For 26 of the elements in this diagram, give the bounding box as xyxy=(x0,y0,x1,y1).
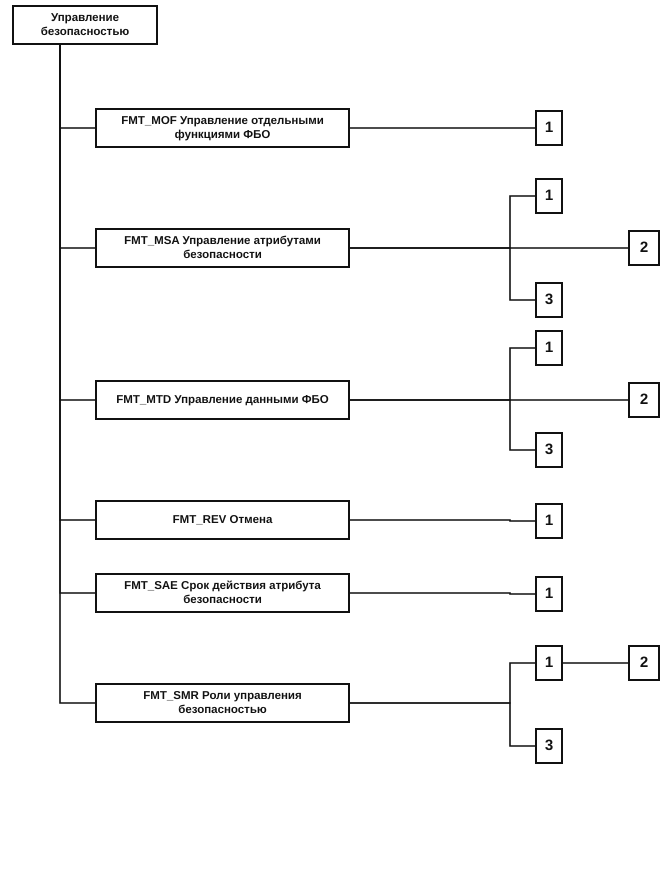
component-box: FMT_SAE Срок действия атрибута безопасности xyxy=(95,573,350,613)
number-box: 2 xyxy=(628,645,660,681)
component-box: FMT_MSA Управление атрибутами безопасности xyxy=(95,228,350,268)
connector-line xyxy=(350,399,535,451)
number-box: 3 xyxy=(535,432,563,468)
root-box: Управление безопасностью xyxy=(12,5,158,45)
number-box: 1 xyxy=(535,503,563,539)
number-box: 3 xyxy=(535,282,563,318)
number-box: 1 xyxy=(535,576,563,612)
number-box: 1 xyxy=(535,110,563,146)
component-box: FMT_MOF Управление отдельными функциями ФБО xyxy=(95,108,350,148)
number-box: 2 xyxy=(628,382,660,418)
number-box: 2 xyxy=(628,230,660,266)
connector-line xyxy=(350,702,535,747)
number-box: 1 xyxy=(535,178,563,214)
component-box: FMT_MTD Управление данными ФБО xyxy=(95,380,350,420)
number-box: 1 xyxy=(535,330,563,366)
connector-line xyxy=(350,247,535,301)
component-box: FMT_SMR Роли управления безопасностью xyxy=(95,683,350,723)
component-box: FMT_REV Отмена xyxy=(95,500,350,540)
connector-line xyxy=(350,127,535,129)
connector-line xyxy=(350,592,535,595)
number-box: 1 xyxy=(535,645,563,681)
number-box: 3 xyxy=(535,728,563,764)
connector-line xyxy=(563,662,628,664)
connector-line xyxy=(350,519,535,522)
